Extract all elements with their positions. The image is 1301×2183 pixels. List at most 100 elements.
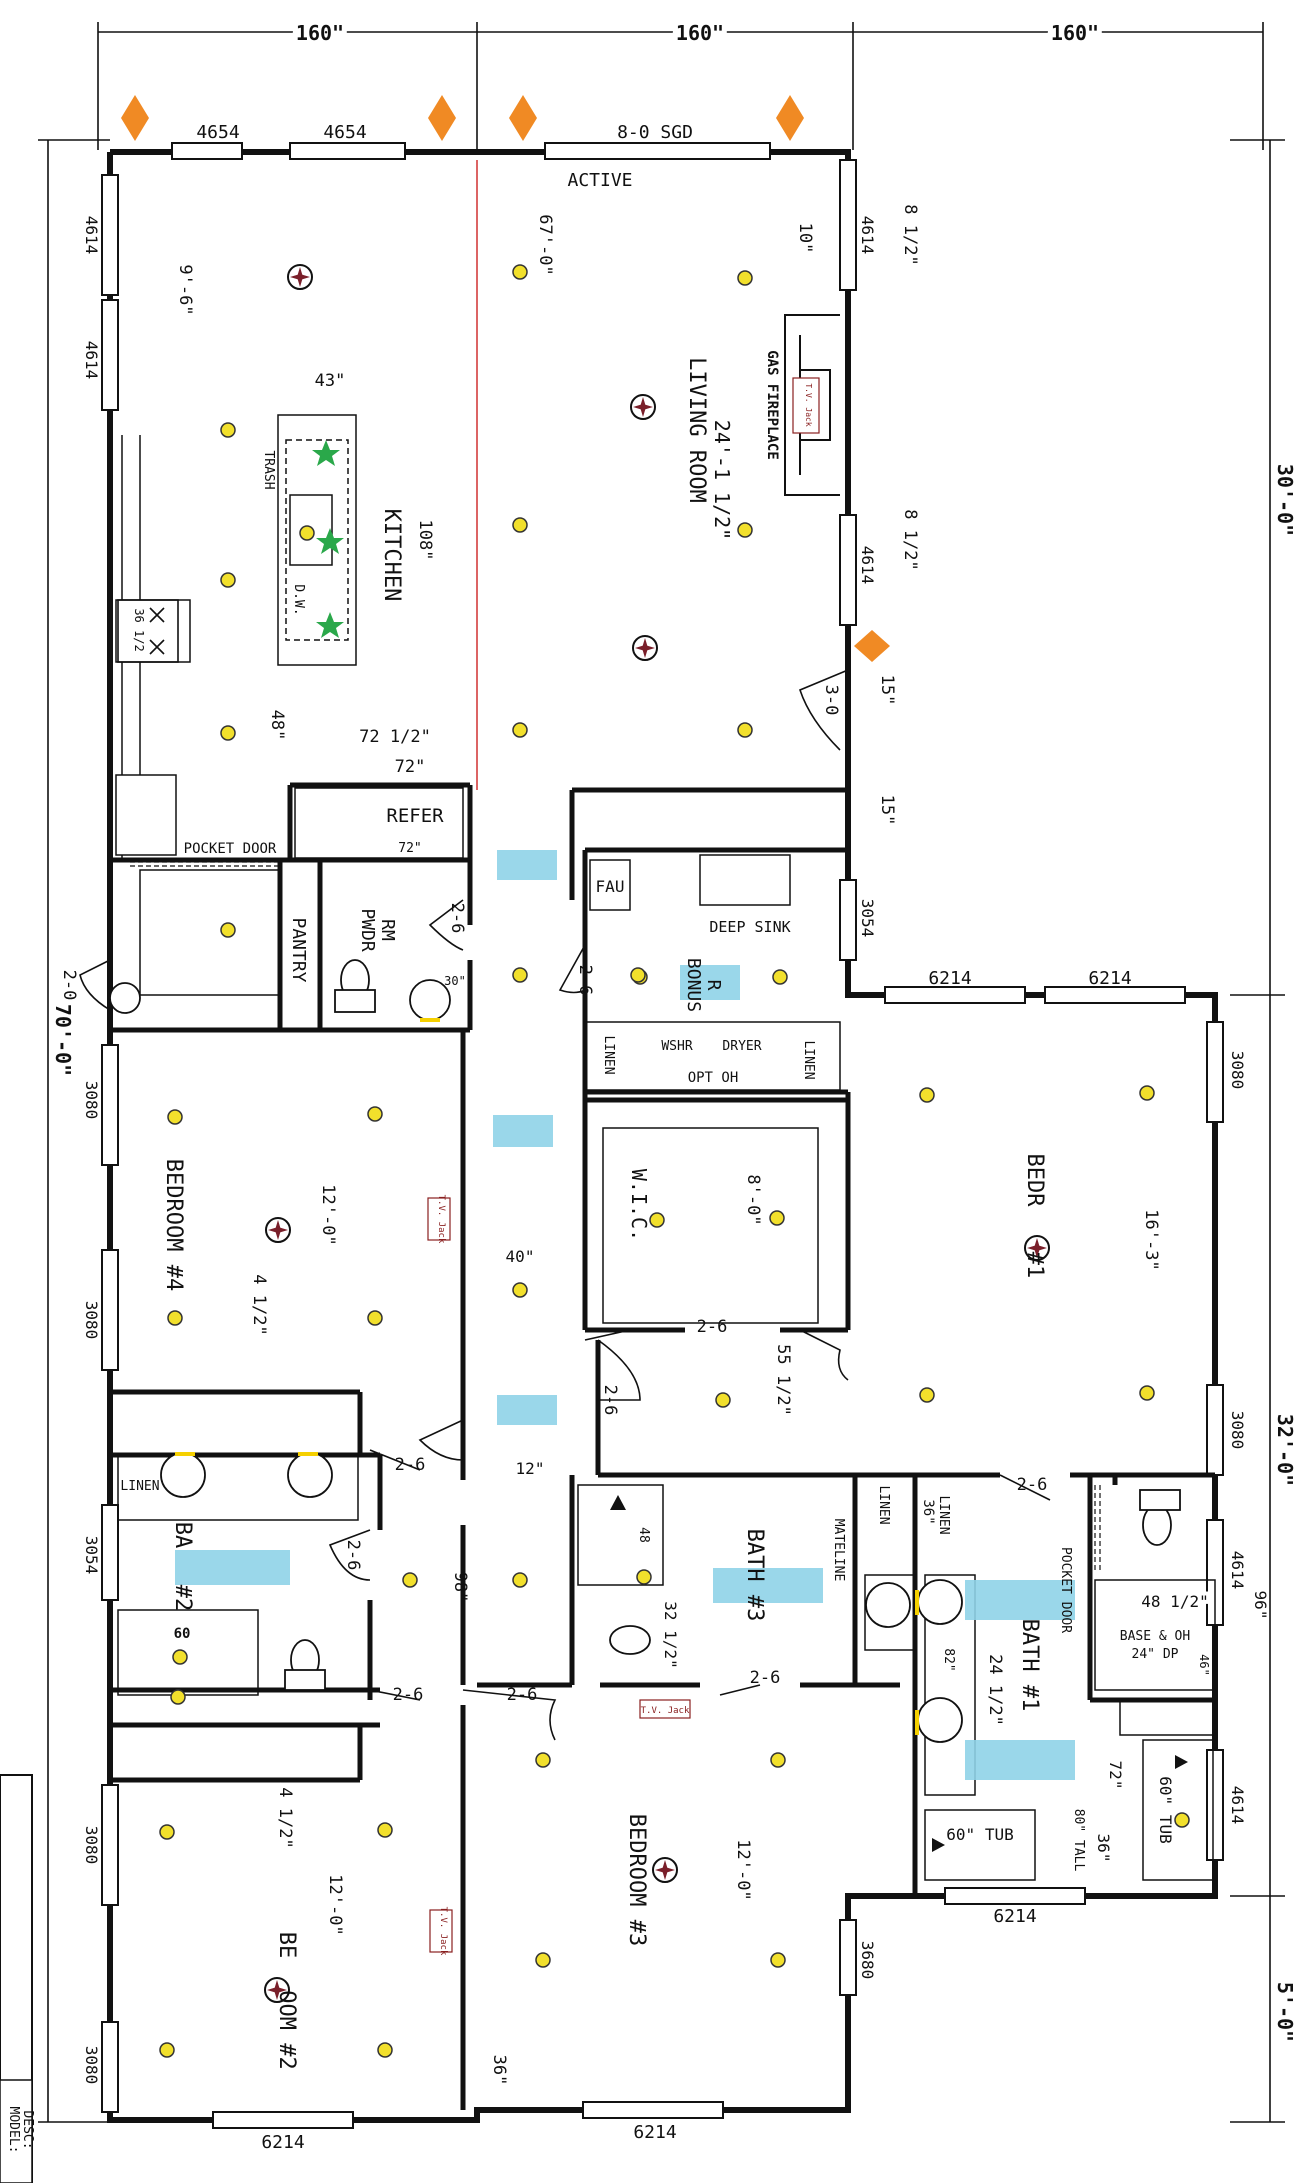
d4-1: 4 1/2" bbox=[249, 1274, 269, 1335]
d36c: 36" bbox=[1094, 1834, 1113, 1863]
d82: 82" bbox=[941, 1648, 956, 1671]
bedroom2-label-2: OOM #2 bbox=[274, 1990, 299, 2069]
green-star-icon bbox=[312, 440, 344, 638]
recessed-light-icon bbox=[159, 264, 1190, 2058]
door-2-6-wic: 2-6 bbox=[697, 1317, 728, 1337]
title-block: MODEL: DESC: bbox=[0, 1774, 35, 2183]
d72b: 72" bbox=[395, 757, 426, 777]
window-left-1: 4614 bbox=[82, 216, 101, 255]
window-left-7: 3080 bbox=[82, 2046, 101, 2085]
ceiling-fan-icon bbox=[630, 394, 656, 420]
tv-jack-icon bbox=[427, 1197, 451, 1241]
range-label: 36 1/2 bbox=[132, 608, 146, 651]
d4-2: 4 1/2" bbox=[275, 1787, 295, 1848]
window-right-6: 4614 bbox=[1228, 1551, 1247, 1590]
dim-top-2: 160" bbox=[676, 21, 724, 45]
linen-label-2: LINEN bbox=[801, 1040, 816, 1079]
recessed-light-icon bbox=[512, 264, 528, 280]
recessed-light-icon bbox=[512, 517, 528, 533]
linen-label-4: LINEN bbox=[876, 1485, 891, 1524]
recessed-light-icon bbox=[167, 1310, 183, 1326]
door-2-6-bed2: 2-6 bbox=[393, 1685, 424, 1705]
recessed-light-icon bbox=[770, 1752, 786, 1768]
window-right-8: 3680 bbox=[858, 1941, 877, 1980]
interior-walls bbox=[110, 782, 1215, 2110]
trash-label: TRASH bbox=[261, 450, 276, 489]
ceiling-fan-icon bbox=[652, 1857, 678, 1883]
door-2-6-bath2: 2-6 bbox=[343, 1540, 363, 1571]
tall-label: 80" TALL bbox=[1071, 1809, 1086, 1872]
recessed-light-icon bbox=[402, 1572, 418, 1588]
recessed-light-icon bbox=[159, 2042, 175, 2058]
shower48-label: 48 bbox=[636, 1527, 651, 1543]
bath3-label: BATH #3 bbox=[742, 1529, 767, 1622]
bath2-label: BA bbox=[170, 1522, 195, 1549]
highlight-boxes bbox=[175, 850, 1075, 1780]
window-top-3: 8-0 SGD bbox=[617, 122, 693, 143]
recessed-light-icon bbox=[919, 1387, 935, 1403]
window-left-4: 3080 bbox=[82, 1301, 101, 1340]
tv-jack-label-4: T.V. Jack bbox=[804, 383, 813, 427]
recessed-light-icon bbox=[512, 1282, 528, 1298]
d8-0: 8'-0" bbox=[743, 1174, 763, 1225]
bedroom2-label: BE bbox=[274, 1932, 299, 1959]
door-2-6-pwdr: 2-6 bbox=[447, 903, 467, 934]
dim-left: 70'-0" bbox=[51, 1004, 75, 1076]
recessed-light-icon bbox=[159, 1824, 175, 1840]
bedroom1-label-2: #1 bbox=[1022, 1252, 1047, 1279]
fixtures bbox=[109, 959, 1181, 1743]
bonus-label-2: R bbox=[703, 980, 724, 991]
recessed-light-icon bbox=[1139, 1085, 1155, 1101]
d12-0-bed4: 12'-0" bbox=[318, 1184, 338, 1245]
d12-0-bed3: 12'-0" bbox=[733, 1839, 753, 1900]
recessed-light-icon bbox=[715, 1392, 731, 1408]
d16-3: 16'-3" bbox=[1141, 1209, 1161, 1270]
pwdr-label: PWDR bbox=[357, 908, 378, 952]
window-master-top-1: 6214 bbox=[928, 968, 971, 989]
d72a: 72 1/2" bbox=[359, 727, 431, 747]
base-oh-label: BASE & OH bbox=[1120, 1629, 1190, 1644]
door-2-6-bed4: 2-6 bbox=[395, 1455, 426, 1475]
bath1-label: BATH #1 bbox=[1017, 1619, 1042, 1712]
window-right-3: 3054 bbox=[858, 899, 877, 938]
recessed-light-icon bbox=[220, 725, 236, 741]
dryer-label: DRYER bbox=[722, 1039, 761, 1054]
mateline-label: MATELINE bbox=[831, 1519, 846, 1582]
labels: 4654 4654 8-0 SGD ACTIVE 4614 4614 3080 … bbox=[59, 122, 1270, 2153]
shower-icon bbox=[610, 1495, 1188, 1852]
window-left-2: 4614 bbox=[82, 341, 101, 380]
ceiling-fan-icon bbox=[632, 635, 658, 661]
recessed-light-icon bbox=[170, 1689, 186, 1705]
window-left-6: 3080 bbox=[82, 1826, 101, 1865]
door-2-6-hall: 2-6 bbox=[600, 1385, 620, 1416]
window-right-4: 3080 bbox=[1228, 1051, 1247, 1090]
d98: 98" bbox=[450, 1572, 470, 1603]
recessed-light-icon bbox=[220, 922, 236, 938]
title-model: MODEL: bbox=[6, 2107, 21, 2154]
tv-jack-label-3: T.V. Jack bbox=[641, 1706, 690, 1716]
ceiling-fan-icon bbox=[265, 1217, 291, 1243]
ceiling-fan-icon bbox=[264, 1977, 290, 2003]
d67: 67'-0" bbox=[535, 214, 555, 275]
window-right-1: 4614 bbox=[858, 216, 877, 255]
living-label: LIVING ROOM bbox=[684, 357, 709, 503]
door-2-6-master: 2-6 bbox=[1017, 1475, 1048, 1495]
fau-label: FAU bbox=[596, 877, 625, 896]
recessed-light-icon bbox=[367, 1106, 383, 1122]
sink-highlights bbox=[175, 1018, 919, 1735]
range bbox=[117, 599, 179, 663]
recessed-light-icon bbox=[512, 722, 528, 738]
living-dim: 24'-1 1/2" bbox=[710, 420, 734, 540]
active-label: ACTIVE bbox=[567, 170, 632, 191]
d24: 24 1/2" bbox=[985, 1654, 1005, 1726]
recessed-light-icon bbox=[737, 522, 753, 538]
recessed-light-icon bbox=[535, 1952, 551, 1968]
dim-right-2: 32'-0" bbox=[1273, 1414, 1297, 1486]
bedroom3-label: BEDROOM #3 bbox=[624, 1814, 649, 1946]
d108: 108" bbox=[415, 520, 435, 561]
window-marker-icon bbox=[121, 95, 890, 662]
door-2-6-bed3: 2-6 bbox=[507, 1685, 538, 1705]
recessed-light-icon bbox=[167, 1109, 183, 1125]
door-2-6-bonus: 2-6 bbox=[575, 965, 595, 996]
window-bottom-3: 6214 bbox=[993, 1906, 1036, 1927]
